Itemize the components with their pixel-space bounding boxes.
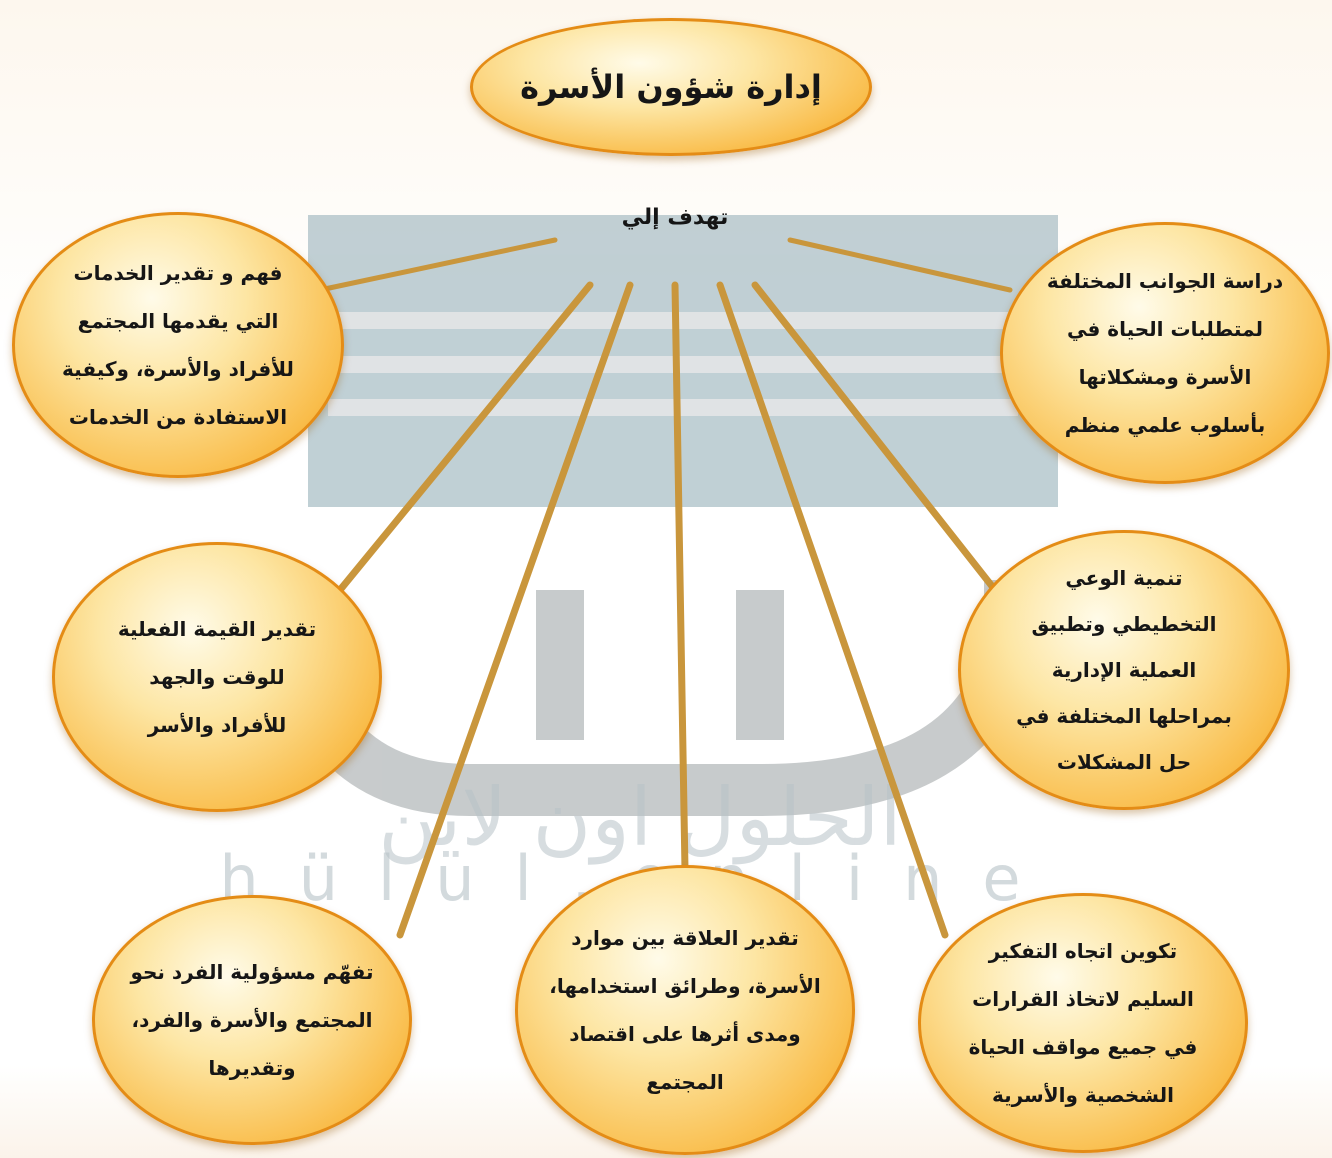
- connector-right-top: [787, 237, 1013, 293]
- watermark-arabic: الحلول اون لاين: [378, 771, 901, 865]
- goal-text-right-top: دراسة الجوانب المختلفة لمتطلبات الحياة ف…: [1046, 269, 1284, 437]
- goal-node-bottom-left: تفهّم مسؤولية الفرد نحو المجتمع والأسرة …: [92, 895, 412, 1145]
- connector-bottom-left: [396, 281, 634, 939]
- subtitle: تهدف إلي: [621, 205, 729, 230]
- goal-text-bottom-center: تقدير العلاقة بين موارد الأسرة، وطرائق ا…: [549, 926, 821, 1094]
- connector-bottom-right: [716, 281, 949, 939]
- goal-text-right-middle: تنمية الوعي التخطيطي وتطبيق العملية الإد…: [1016, 566, 1232, 774]
- goal-node-left-middle: تقدير القيمة الفعلية للوقت والجهد للأفرا…: [52, 542, 382, 812]
- goal-node-left-top: فهم و تقدير الخدمات التي يقدمها المجتمع …: [12, 212, 344, 478]
- goal-node-right-top: دراسة الجوانب المختلفة لمتطلبات الحياة ف…: [1000, 222, 1330, 484]
- connector-right-middle: [751, 281, 999, 594]
- goal-text-left-top: فهم و تقدير الخدمات التي يقدمها المجتمع …: [62, 261, 294, 429]
- goal-node-bottom-center: تقدير العلاقة بين موارد الأسرة، وطرائق ا…: [515, 865, 855, 1155]
- connector-left-top: [317, 237, 558, 293]
- goal-text-bottom-left: تفهّم مسؤولية الفرد نحو المجتمع والأسرة …: [130, 960, 374, 1080]
- goal-node-bottom-right: تكوين اتجاه التفكير السليم لاتخاذ القرار…: [918, 893, 1248, 1153]
- goal-text-bottom-right: تكوين اتجاه التفكير السليم لاتخاذ القرار…: [968, 939, 1198, 1107]
- goal-text-left-middle: تقدير القيمة الفعلية للوقت والجهد للأفرا…: [117, 617, 317, 737]
- connector-left-middle: [336, 281, 594, 594]
- diagram-title: إدارة شؤون الأسرة: [520, 68, 822, 106]
- title-ellipse: إدارة شؤون الأسرة: [470, 18, 872, 156]
- connector-bottom-center: [671, 281, 689, 874]
- goal-node-right-middle: تنمية الوعي التخطيطي وتطبيق العملية الإد…: [958, 530, 1290, 810]
